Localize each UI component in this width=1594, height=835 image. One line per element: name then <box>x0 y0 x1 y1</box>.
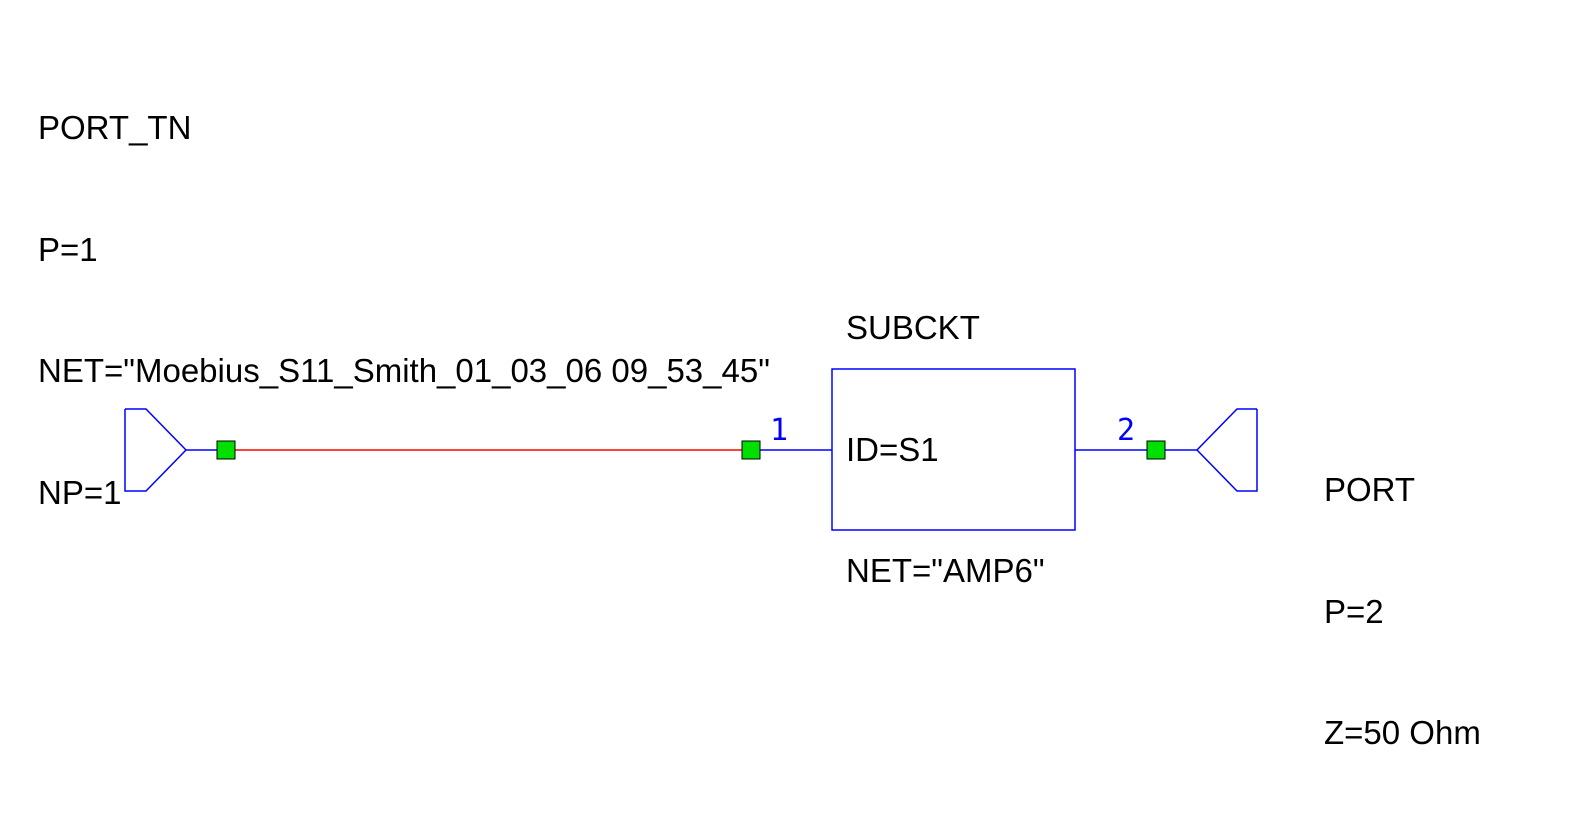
subckt-type: SUBCKT <box>846 309 980 346</box>
subckt-label: SUBCKT ID=S1 NET="AMP6" <box>846 227 1045 673</box>
subckt-box[interactable] <box>831 368 1076 531</box>
port-tn-param-np: NP=1 <box>38 473 122 511</box>
subckt-pin-1-number: 1 <box>770 413 788 448</box>
port-param-p: P=2 <box>1324 592 1384 630</box>
schematic-drawing: 1 2 <box>124 368 1258 531</box>
port-tn-label: PORT_TN P=1 NET="Moebius_S11_Smith_01_03… <box>38 27 770 594</box>
port-tn-type: PORT_TN <box>38 109 192 146</box>
subckt-pin-2-number: 2 <box>1117 413 1135 448</box>
port-symbol[interactable] <box>1195 408 1258 492</box>
port-label: PORT P=2 Z=50 Ohm <box>1324 389 1481 835</box>
node-subckt-pin-1[interactable] <box>741 440 761 460</box>
node-subckt-pin-2[interactable] <box>1146 440 1166 460</box>
schematic-canvas[interactable]: PORT_TN P=1 NET="Moebius_S11_Smith_01_03… <box>0 0 1594 771</box>
port-param-z: Z=50 Ohm <box>1324 714 1481 751</box>
subckt-param-net: NET="AMP6" <box>846 552 1045 589</box>
port-type: PORT <box>1324 471 1416 508</box>
port-tn-param-p: P=1 <box>38 230 98 268</box>
port-tn-param-net: NET="Moebius_S11_Smith_01_03_06 09_53_45… <box>38 352 770 389</box>
node-port-tn[interactable] <box>216 440 236 460</box>
subckt-param-id: ID=S1 <box>846 430 939 468</box>
port-tn-symbol[interactable] <box>124 408 188 492</box>
